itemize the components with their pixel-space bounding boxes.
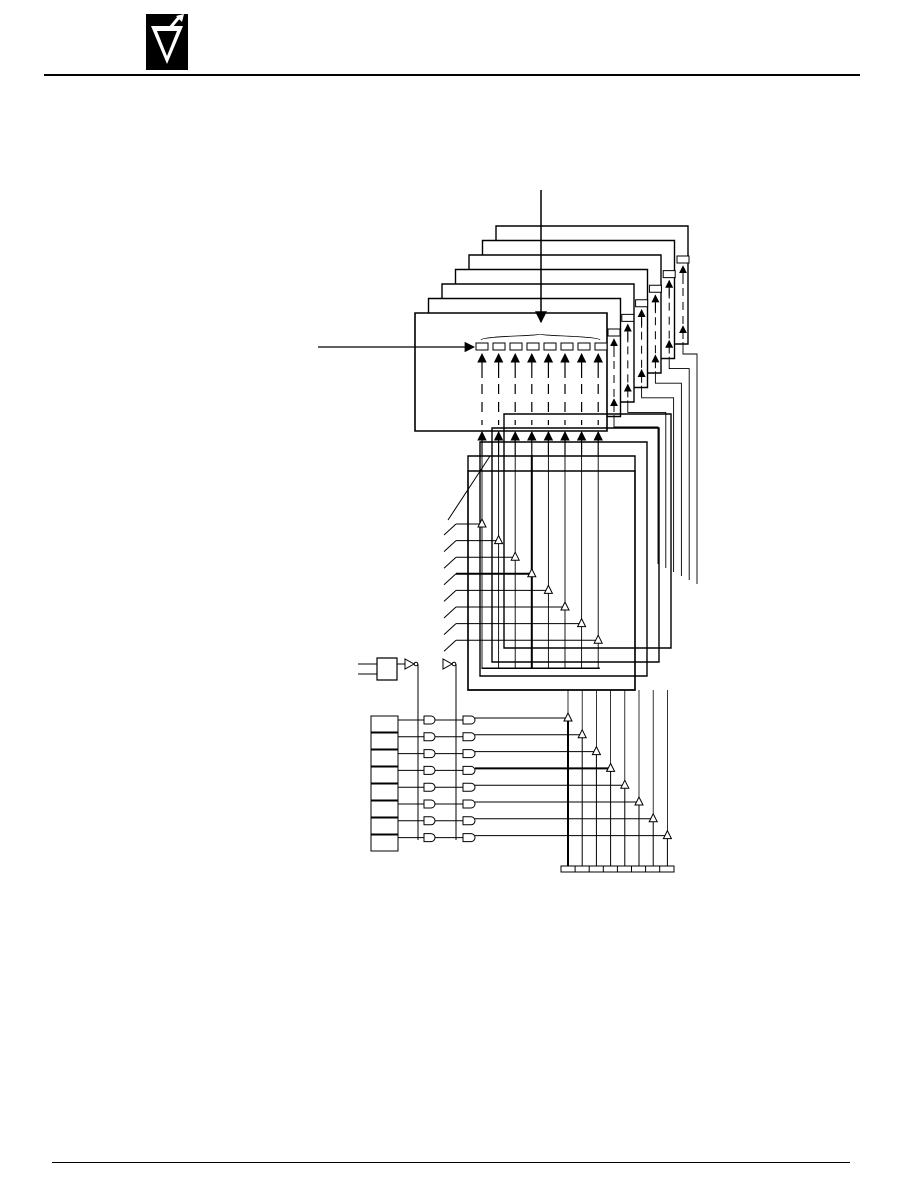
switch-diagonal-wire	[448, 456, 490, 520]
front-plane	[415, 313, 607, 431]
side-feed-line	[655, 371, 681, 576]
inverter-block	[377, 658, 397, 680]
switch-triangle	[594, 635, 602, 643]
side-cell	[622, 314, 634, 321]
front-plane-box	[415, 313, 607, 431]
input-block	[371, 750, 398, 766]
switch-triangle	[561, 602, 569, 610]
input-block	[371, 784, 398, 800]
input-block	[371, 733, 398, 749]
small-gate	[424, 716, 435, 724]
side-feed-line	[628, 400, 666, 568]
switch-triangle	[578, 619, 586, 627]
side-feed-line	[683, 342, 697, 584]
side-cell	[608, 329, 620, 336]
switch-triangle	[478, 519, 486, 527]
register-cell	[527, 343, 539, 350]
small-gate	[424, 733, 435, 741]
side-cell	[649, 285, 661, 292]
gate-triangle	[663, 831, 671, 839]
gate-triangle	[621, 780, 629, 788]
switch-row-tick	[444, 574, 456, 585]
switch-row-tick	[444, 607, 456, 618]
switch-triangle	[511, 552, 519, 560]
switch-row-tick	[444, 541, 456, 552]
column-arrows	[477, 353, 604, 668]
and-gate	[463, 834, 475, 842]
switch-plane-front	[468, 471, 635, 690]
input-block	[371, 835, 398, 851]
register-cell	[561, 343, 573, 350]
inverter-bubble	[451, 661, 457, 667]
and-gate	[463, 716, 475, 724]
register-cell	[595, 343, 607, 350]
input-block	[371, 801, 398, 817]
switch-plane	[504, 414, 671, 648]
switch-plane	[480, 442, 647, 676]
register-cells	[476, 343, 607, 350]
small-gate	[424, 750, 435, 758]
gate-triangle	[649, 814, 657, 822]
gate-triangle	[564, 713, 572, 721]
and-gate	[463, 766, 475, 774]
small-gate	[424, 766, 435, 774]
inverter-bubble	[413, 661, 419, 667]
register-brace	[481, 334, 600, 340]
gate-array	[371, 690, 671, 866]
input-block	[371, 716, 398, 732]
gate-triangle	[592, 747, 600, 755]
and-gate	[463, 750, 475, 758]
input-block	[371, 767, 398, 783]
switch-triangle	[528, 569, 536, 577]
side-feed-line	[642, 386, 674, 572]
switch-triangle	[544, 585, 552, 593]
small-gate	[424, 817, 435, 825]
register-cell	[578, 343, 590, 350]
bus-connector	[561, 866, 674, 872]
side-cell	[663, 271, 675, 278]
and-gate	[463, 817, 475, 825]
and-gate	[463, 783, 475, 791]
and-gate	[463, 800, 475, 808]
side-cell	[677, 256, 689, 263]
footer-rule	[52, 1162, 850, 1163]
company-logo-icon	[146, 14, 188, 70]
inverter-stage	[358, 658, 456, 840]
side-feed-line	[669, 357, 689, 580]
switch-triangle	[495, 536, 503, 544]
register-cell	[476, 343, 488, 350]
register-cell	[544, 343, 556, 350]
gate-triangle	[578, 730, 586, 738]
and-gate	[463, 733, 475, 741]
gate-triangle	[635, 797, 643, 805]
register-cell	[493, 343, 505, 350]
switch-row-tick	[444, 524, 456, 535]
switch-matrix	[444, 414, 671, 690]
header-rule	[44, 74, 860, 76]
side-feed-line	[614, 415, 658, 564]
switch-row-tick	[444, 640, 456, 651]
input-block	[371, 818, 398, 834]
side-columns	[608, 256, 697, 584]
switch-row-tick	[444, 590, 456, 601]
switch-row-tick	[444, 557, 456, 568]
side-cell	[636, 300, 648, 307]
buffer-triangle	[405, 659, 414, 669]
small-gate	[424, 800, 435, 808]
switch-row-tick	[444, 624, 456, 635]
switch-plane	[492, 428, 659, 662]
small-gate	[424, 783, 435, 791]
register-cell	[510, 343, 522, 350]
small-gate	[424, 834, 435, 842]
buffer-triangle	[443, 659, 452, 669]
